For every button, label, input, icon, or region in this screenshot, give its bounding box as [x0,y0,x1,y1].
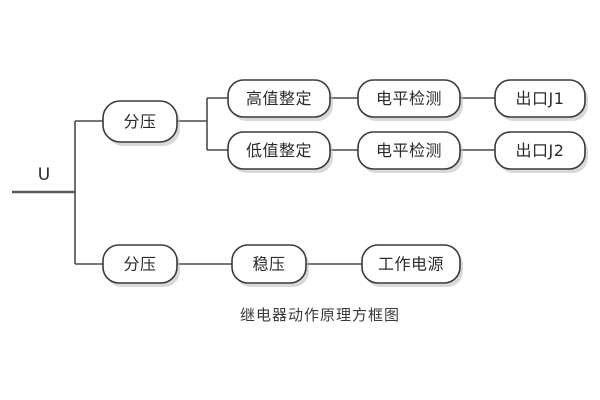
node-label-regulator: 稳压 [252,255,285,274]
node-high-set[interactable]: 高值整定 [227,79,333,121]
node-label-level-detect-1: 电平检测 [376,89,442,108]
node-box-output-j1[interactable] [494,79,586,118]
node-divider-top[interactable]: 分压 [102,100,180,146]
node-output-j1[interactable]: 出口J1 [494,79,588,121]
node-label-output-j1: 出口J1 [516,89,565,108]
node-box-level-detect-2[interactable] [357,131,461,170]
node-level-detect-2[interactable]: 电平检测 [357,131,463,173]
node-label-output-j2: 出口J2 [516,141,565,160]
node-output-j2[interactable]: 出口J2 [494,131,588,173]
node-divider-bottom[interactable]: 分压 [102,244,180,287]
node-regulator[interactable]: 稳压 [231,244,309,287]
node-box-divider-top[interactable] [102,100,178,143]
connector-layer [12,97,495,265]
node-work-power[interactable]: 工作电源 [361,244,463,287]
input-marker-group: U [12,165,75,194]
node-box-divider-bottom[interactable] [102,244,178,284]
node-level-detect-1[interactable]: 电平检测 [357,79,463,121]
node-box-low-set[interactable] [227,131,331,170]
figure-caption: 继电器动作原理方框图 [240,306,400,324]
node-box-output-j2[interactable] [494,131,586,170]
node-label-low-set: 低值整定 [246,141,312,160]
node-label-level-detect-2: 电平检测 [376,141,442,160]
node-box-work-power[interactable] [361,244,461,284]
node-box-regulator[interactable] [231,244,307,284]
node-label-high-set: 高值整定 [246,89,312,108]
node-low-set[interactable]: 低值整定 [227,131,333,173]
node-box-high-set[interactable] [227,79,331,118]
node-label-divider-bottom: 分压 [123,255,156,274]
node-label-divider-top: 分压 [123,112,156,131]
node-label-work-power: 工作电源 [378,255,444,274]
node-layer: 分压高值整定低值整定电平检测电平检测出口J1出口J2分压稳压工作电源 [102,79,588,287]
input-voltage-label: U [38,165,50,185]
node-box-level-detect-1[interactable] [357,79,461,118]
